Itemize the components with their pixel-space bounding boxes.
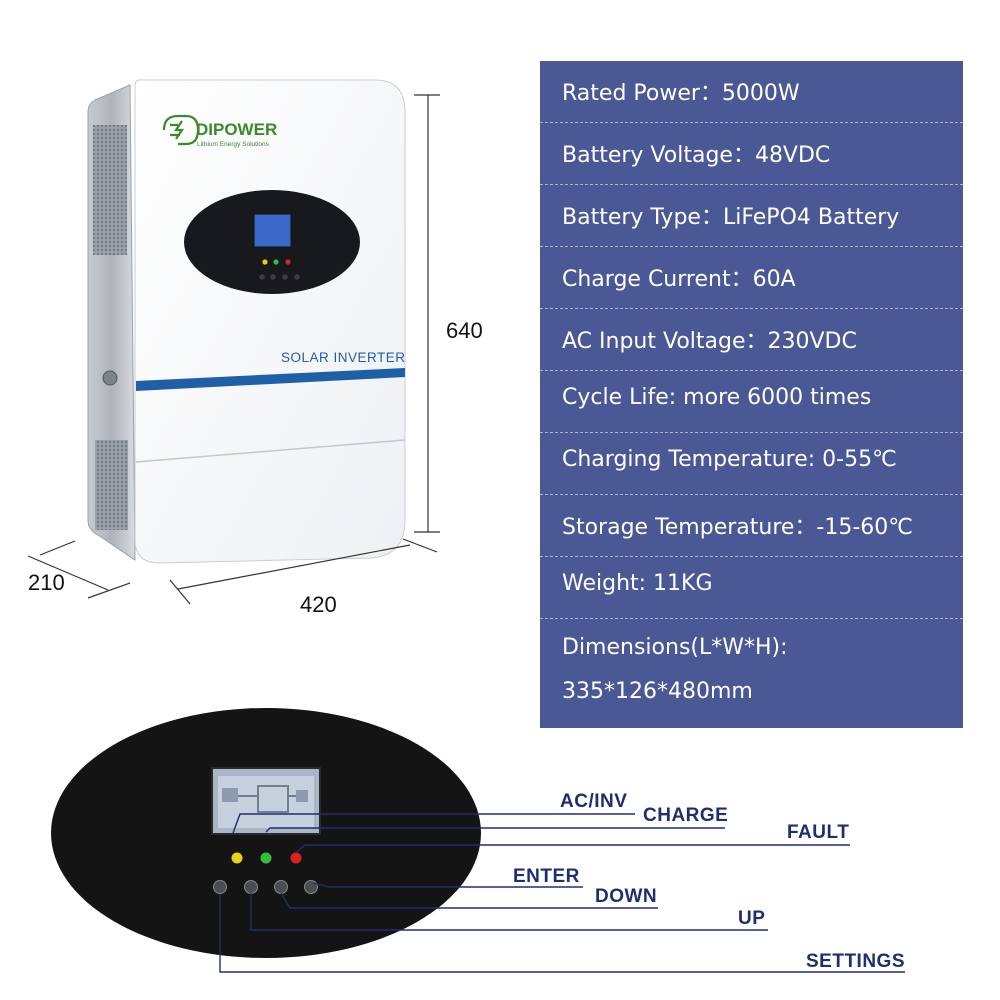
spec-row-battery-type: Battery Type：LiFePO4 Battery bbox=[540, 185, 963, 247]
control-panel-closeup bbox=[51, 708, 905, 973]
spec-row-charge-current: Charge Current：60A bbox=[540, 247, 963, 309]
led-ac-inv bbox=[262, 259, 268, 265]
up-button[interactable] bbox=[244, 880, 258, 894]
inverter-illustration: DIPOWER Lithium Energy Solutions SOLAR I… bbox=[27, 79, 440, 605]
spec-charge-current: Charge Current：60A bbox=[562, 267, 796, 292]
charge-leader-line bbox=[265, 827, 725, 833]
spec-dimensions-label: Dimensions(L*W*H): bbox=[562, 635, 788, 660]
spec-row-storage-temperature: Storage Temperature：-15-60℃ bbox=[540, 495, 963, 557]
logo-mark-icon bbox=[162, 114, 200, 146]
depth-dimension-line bbox=[27, 540, 131, 599]
brand-logo bbox=[162, 114, 200, 146]
blue-stripe bbox=[136, 368, 405, 391]
callout-fault: FAULT bbox=[787, 822, 850, 843]
enter-button[interactable] bbox=[304, 880, 318, 894]
width-label: 420 bbox=[300, 592, 337, 617]
height-dimension-line bbox=[414, 94, 440, 533]
brand-tagline: Lithium Energy Solutions bbox=[197, 141, 270, 148]
spec-row-dimensions: Dimensions(L*W*H): 335*126*480mm bbox=[540, 619, 963, 724]
callout-charge: CHARGE bbox=[643, 805, 729, 826]
callout-up: UP bbox=[738, 908, 766, 929]
spec-charging-temperature: Charging Temperature: 0-55℃ bbox=[562, 447, 897, 472]
led-fault-icon bbox=[290, 852, 302, 864]
button-up bbox=[270, 274, 276, 280]
height-label: 640 bbox=[446, 318, 483, 343]
callout-ac-inv: AC/INV bbox=[560, 791, 628, 812]
button-enter bbox=[294, 274, 300, 280]
spec-cycle-life: Cycle Life: more 6000 times bbox=[562, 385, 872, 410]
led-charge bbox=[273, 259, 279, 265]
lcd-display bbox=[211, 767, 321, 835]
down-button[interactable] bbox=[274, 880, 288, 894]
spec-row-charging-temperature: Charging Temperature: 0-55℃ bbox=[540, 433, 963, 495]
enter-leader-line bbox=[312, 882, 583, 888]
led-fault bbox=[285, 259, 291, 265]
spec-ac-input-voltage: AC Input Voltage：230VDC bbox=[562, 329, 857, 354]
spec-row-cycle-life: Cycle Life: more 6000 times bbox=[540, 371, 963, 433]
product-label: SOLAR INVERTER bbox=[281, 350, 406, 365]
spec-row-ac-input-voltage: AC Input Voltage：230VDC bbox=[540, 309, 963, 371]
brand-name: DIPOWER bbox=[196, 120, 277, 139]
callout-settings: SETTINGS bbox=[806, 951, 906, 972]
spec-row-rated-power: Rated Power：5000W bbox=[540, 61, 963, 123]
inverter-side-panel bbox=[87, 84, 136, 561]
spec-row-weight: Weight: 11KG bbox=[540, 557, 963, 619]
side-port bbox=[102, 370, 118, 386]
inverter-front-panel bbox=[134, 79, 406, 564]
spec-table: Rated Power：5000W Battery Voltage：48VDC … bbox=[540, 61, 963, 728]
fault-leader-line bbox=[296, 844, 850, 853]
led-charge-icon bbox=[260, 852, 272, 864]
width-dimension-line bbox=[169, 538, 438, 605]
settings-button[interactable] bbox=[213, 880, 227, 894]
display-oval bbox=[184, 190, 360, 294]
lcd-screen bbox=[253, 213, 292, 248]
up-leader-line bbox=[250, 893, 768, 931]
depth-label: 210 bbox=[28, 570, 65, 595]
spec-rated-power: Rated Power：5000W bbox=[562, 81, 800, 106]
spec-dimensions-value: 335*126*480mm bbox=[562, 679, 753, 704]
spec-battery-type: Battery Type：LiFePO4 Battery bbox=[562, 205, 900, 230]
settings-leader-line bbox=[219, 894, 905, 973]
spec-storage-temperature: Storage Temperature：-15-60℃ bbox=[562, 515, 914, 540]
spec-row-battery-voltage: Battery Voltage：48VDC bbox=[540, 123, 963, 185]
button-set bbox=[259, 274, 265, 280]
ac-inv-leader-line bbox=[232, 813, 635, 834]
callout-enter: ENTER bbox=[513, 866, 580, 887]
spec-battery-voltage: Battery Voltage：48VDC bbox=[562, 143, 831, 168]
button-down bbox=[282, 274, 288, 280]
callout-down: DOWN bbox=[595, 886, 658, 907]
down-leader-line bbox=[280, 892, 658, 909]
spec-weight: Weight: 11KG bbox=[562, 571, 713, 596]
led-ac-inv-icon bbox=[231, 852, 243, 864]
